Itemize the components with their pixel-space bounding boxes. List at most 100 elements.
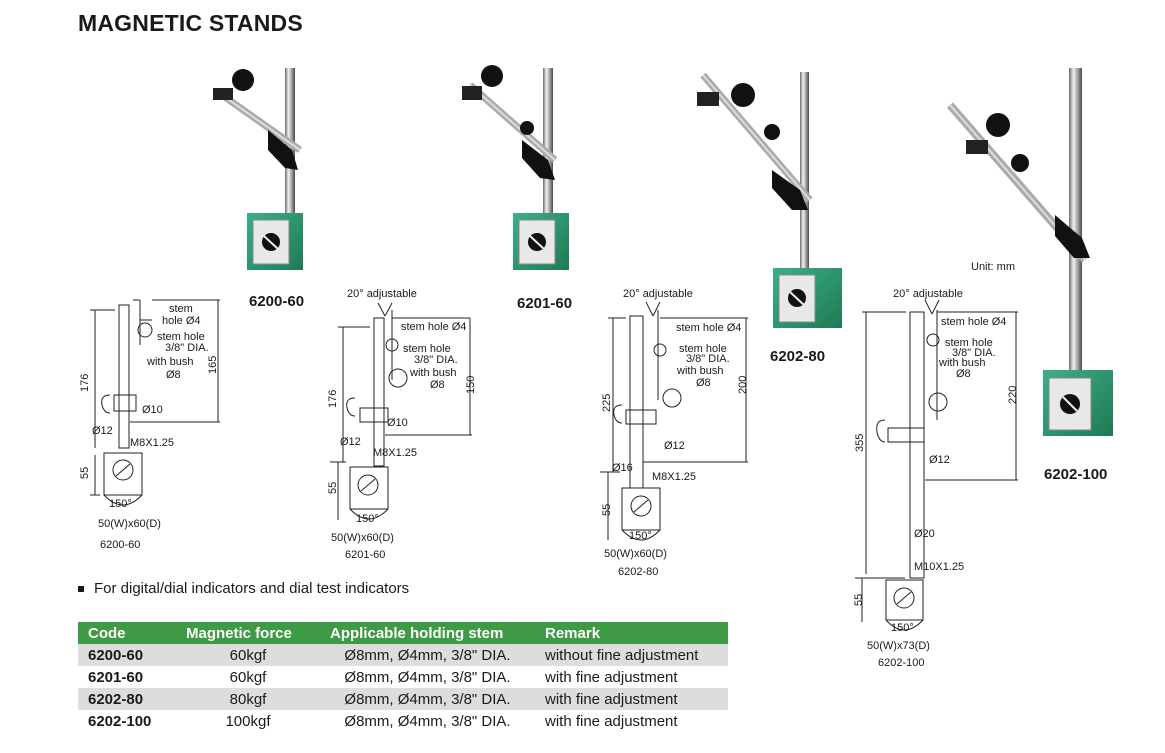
d3-height-total: 225 xyxy=(601,394,613,412)
d4-adjust-label: 20° adjustable xyxy=(893,288,963,300)
d2-bush-label: with bush xyxy=(409,367,456,379)
spec-table: Code Magnetic force Applicable holding s… xyxy=(78,622,728,732)
table-row: 6200-60 60kgf Ø8mm, Ø4mm, 3/8" DIA. with… xyxy=(78,644,728,666)
product-photo-6200-60 xyxy=(213,68,303,270)
d4-caption: 6202-100 xyxy=(878,657,925,669)
cell-stem: Ø8mm, Ø4mm, 3/8" DIA. xyxy=(320,688,535,710)
d1-stem-hole2-label: stem hole xyxy=(157,331,205,343)
col-header-code: Code xyxy=(78,622,176,644)
d2-height-arm: 150 xyxy=(465,376,477,394)
product-photo-6202-80 xyxy=(697,72,842,328)
d4-stem-hole-label: stem hole Ø4 xyxy=(941,316,1006,328)
cell-code: 6202-100 xyxy=(78,710,176,732)
cell-stem: Ø8mm, Ø4mm, 3/8" DIA. xyxy=(320,666,535,688)
d3-base-label: 50(W)x60(D) xyxy=(604,548,667,560)
d3-base-height: 55 xyxy=(601,504,613,516)
d1-bush-label: with bush xyxy=(146,356,193,368)
d2-height-total: 176 xyxy=(327,390,339,408)
d1-rod-dia-label: Ø12 xyxy=(92,425,113,437)
technical-drawing-6200-60 xyxy=(90,299,220,506)
cell-code: 6202-80 xyxy=(78,688,176,710)
cell-stem: Ø8mm, Ø4mm, 3/8" DIA. xyxy=(320,644,535,666)
d1-height-total: 176 xyxy=(79,374,91,392)
cell-force: 60kgf xyxy=(176,666,320,688)
d3-caption: 6202-80 xyxy=(618,566,658,578)
d2-thread-label: M8X1.25 xyxy=(373,447,417,459)
d4-base-height: 55 xyxy=(853,594,865,606)
d3-thread-label: M8X1.25 xyxy=(652,471,696,483)
d3-dia-label: 3/8" DIA. xyxy=(686,353,730,365)
unit-note: Unit: mm xyxy=(971,261,1015,273)
col-header-holding-stem: Applicable holding stem xyxy=(320,622,535,644)
col-header-remark: Remark xyxy=(535,622,728,644)
technical-drawing-6202-80 xyxy=(600,301,748,541)
d2-small-dia-label: Ø10 xyxy=(387,417,408,429)
page-title: MAGNETIC STANDS xyxy=(78,10,303,36)
d2-adjust-label: 20° adjustable xyxy=(347,288,417,300)
col-header-magnetic-force: Magnetic force xyxy=(176,622,320,644)
spec-table-header: Code Magnetic force Applicable holding s… xyxy=(78,622,728,644)
d1-thread-label: M8X1.25 xyxy=(130,437,174,449)
bullet-marker xyxy=(78,585,84,592)
product-photo-6202-100 xyxy=(946,68,1113,436)
d1-base-height: 55 xyxy=(79,467,91,479)
cell-force: 80kgf xyxy=(176,688,320,710)
d4-height-total: 355 xyxy=(854,434,866,452)
feature-bullet-text: For digital/dial indicators and dial tes… xyxy=(94,580,410,597)
d1-caption: 6200-60 xyxy=(100,539,140,551)
d3-big-dia-label: Ø16 xyxy=(612,462,633,474)
d2-base-height: 55 xyxy=(327,482,339,494)
table-row: 6201-60 60kgf Ø8mm, Ø4mm, 3/8" DIA. with… xyxy=(78,666,728,688)
d3-adjust-label: 20° adjustable xyxy=(623,288,693,300)
product-label-6202-100: 6202-100 xyxy=(1044,466,1108,483)
cell-force: 60kgf xyxy=(176,644,320,666)
d3-height-arm: 200 xyxy=(737,376,749,394)
product-label-6201-60: 6201-60 xyxy=(517,295,573,312)
product-label-6202-80: 6202-80 xyxy=(770,348,826,365)
table-row: 6202-100 100kgf Ø8mm, Ø4mm, 3/8" DIA. wi… xyxy=(78,710,728,732)
d2-dia-label: 3/8" DIA. xyxy=(414,354,458,366)
technical-drawing-6201-60 xyxy=(330,302,472,520)
d2-base-label: 50(W)x60(D) xyxy=(331,532,394,544)
d3-bush-dia-label: Ø8 xyxy=(696,377,711,389)
d4-angle-label: 150° xyxy=(891,622,914,634)
d2-angle-label: 150° xyxy=(356,513,379,525)
d1-bush-dia-label: Ø8 xyxy=(166,369,181,381)
d4-bush-dia-label: Ø8 xyxy=(956,368,971,380)
d4-base-label: 50(W)x73(D) xyxy=(867,640,930,652)
d1-small-dia-label: Ø10 xyxy=(142,404,163,416)
d4-thread-label: M10X1.25 xyxy=(914,561,964,573)
d3-rod-dia-label: Ø12 xyxy=(664,440,685,452)
d1-angle-label: 150° xyxy=(109,498,132,510)
feature-bullet: For digital/dial indicators and dial tes… xyxy=(78,580,409,597)
product-label-6200-60: 6200-60 xyxy=(249,293,305,310)
technical-drawing-6202-100 xyxy=(855,299,1018,631)
cell-remark: with fine adjustment xyxy=(535,710,728,732)
d3-stem-hole2-label: stem hole xyxy=(679,343,727,355)
cell-code: 6201-60 xyxy=(78,666,176,688)
d2-caption: 6201-60 xyxy=(345,549,385,561)
d4-big-dia-label: Ø20 xyxy=(914,528,935,540)
d3-stem-hole-label: stem hole Ø4 xyxy=(676,322,741,334)
cell-remark: with fine adjustment xyxy=(535,688,728,710)
cell-force: 100kgf xyxy=(176,710,320,732)
d2-stem-hole2-label: stem hole xyxy=(403,343,451,355)
d2-stem-hole-label: stem hole Ø4 xyxy=(401,321,466,333)
d4-dia-label: 3/8" DIA. xyxy=(952,347,996,359)
d1-base-label: 50(W)x60(D) xyxy=(98,518,161,530)
d2-rod-dia-label: Ø12 xyxy=(340,436,361,448)
d3-angle-label: 150° xyxy=(629,530,652,542)
d4-stem-hole2-label: stem hole xyxy=(945,337,993,349)
cell-remark: with fine adjustment xyxy=(535,666,728,688)
cell-stem: Ø8mm, Ø4mm, 3/8" DIA. xyxy=(320,710,535,732)
d3-bush-label: with bush xyxy=(676,365,723,377)
product-photo-6201-60 xyxy=(462,65,569,270)
d1-stem-label: stem xyxy=(169,303,193,315)
d2-bush-dia-label: Ø8 xyxy=(430,379,445,391)
d1-height-arm: 165 xyxy=(207,356,219,374)
cell-code: 6200-60 xyxy=(78,644,176,666)
d4-bush-label: with bush xyxy=(938,357,985,369)
d4-height-arm: 220 xyxy=(1007,386,1019,404)
d1-stem-hole-label: hole Ø4 xyxy=(162,315,201,327)
